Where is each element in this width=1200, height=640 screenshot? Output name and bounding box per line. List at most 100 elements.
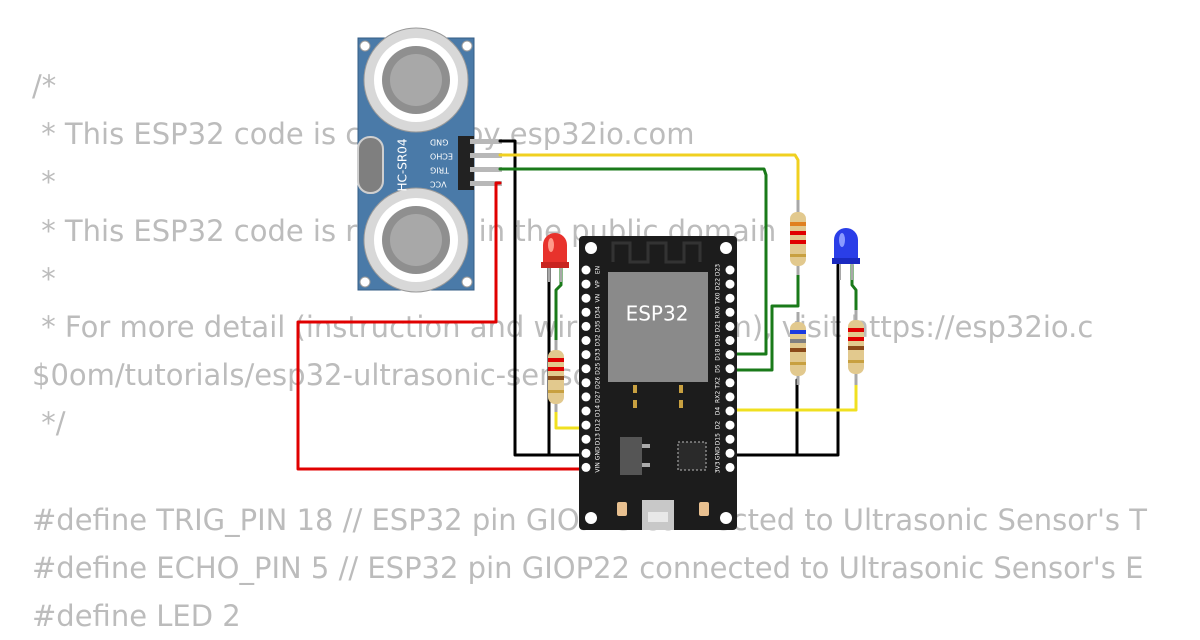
pin-label-d22: D22 (715, 278, 722, 290)
esp32-chip-label: ESP32 (626, 302, 689, 326)
pin-d14[interactable] (581, 406, 591, 416)
pin-label-d2: D2 (715, 421, 722, 430)
pin-d33[interactable] (581, 350, 591, 360)
pin-label-d14: D14 (595, 405, 602, 417)
pin-gnd[interactable] (581, 448, 591, 458)
pin-tx0[interactable] (725, 293, 735, 303)
code-line: * (32, 165, 56, 200)
pin-label-rx0: RX0 (715, 306, 722, 318)
pin-d32[interactable] (581, 336, 591, 345)
pin-d18[interactable] (725, 350, 735, 360)
pin-3v3[interactable] (725, 462, 735, 472)
pin-en[interactable] (581, 265, 591, 275)
code-line: $0om/tutorials/esp32-ultrasonic-sensor (32, 358, 603, 393)
pin-label-vn: VN (595, 294, 602, 303)
resistor-trig[interactable] (790, 312, 806, 385)
pin-label-rx2: RX2 (715, 391, 722, 403)
pin-d21[interactable] (725, 321, 735, 331)
wire-blue-led-d4[interactable] (728, 376, 858, 412)
sensor-pin-gnd-label: GND (430, 138, 448, 147)
right-pin-header: D23D22TX0RX0D21D19D18D5TX2RX2D4D2D15GND3… (715, 264, 735, 473)
pin-label-3v3: 3V3 (715, 461, 722, 473)
wire-echo[interactable] (498, 153, 800, 212)
pin-vp[interactable] (581, 279, 591, 289)
pin-label-d27: D27 (595, 391, 602, 403)
pin-d35[interactable] (581, 321, 591, 331)
resistor-red-led[interactable] (548, 340, 564, 412)
pin-rx2[interactable] (725, 392, 735, 402)
resistor-blue-led[interactable] (848, 310, 864, 385)
pin-d4[interactable] (725, 406, 735, 416)
pin-label-d25: D25 (595, 362, 602, 374)
esp32-board: ESP32 ENVPVND34D35D32D33D25D26D27D14D12D… (579, 236, 737, 530)
sensor-pin-trig[interactable] (470, 167, 502, 172)
module-pads (633, 385, 683, 408)
pin-label-tx2: TX2 (715, 377, 722, 390)
pin-label-d4: D4 (715, 407, 722, 416)
pin-d5[interactable] (725, 364, 735, 374)
wire-gnd-sensor[interactable] (498, 139, 588, 457)
crystal-oscillator (357, 136, 384, 194)
pin-label-d13: D13 (595, 433, 602, 445)
left-pin-header: ENVPVND34D35D32D33D25D26D27D14D12D13GNDV… (581, 265, 602, 473)
pin-label-d35: D35 (595, 320, 602, 332)
pin-label-d12: D12 (595, 419, 602, 431)
pin-d2[interactable] (725, 420, 735, 430)
sensor-pin-vcc-label: VCC (430, 180, 447, 189)
pin-d27[interactable] (581, 392, 591, 402)
transducer-bottom (363, 187, 469, 293)
pin-d26[interactable] (581, 378, 591, 388)
pin-label-d18: D18 (715, 348, 722, 360)
pin-label-gnd: GND (595, 446, 602, 460)
pin-tx2[interactable] (725, 378, 735, 388)
pin-label-d19: D19 (715, 334, 722, 346)
pin-vin[interactable] (581, 462, 591, 472)
pin-label-d5: D5 (715, 364, 722, 373)
pin-vn[interactable] (581, 293, 591, 303)
antenna-trace (611, 241, 702, 264)
pin-label-gnd: GND (715, 446, 722, 460)
pin-d22[interactable] (725, 279, 735, 289)
sensor-pin-echo[interactable] (470, 153, 502, 158)
pin-rx0[interactable] (725, 307, 735, 317)
led-red[interactable] (541, 233, 569, 282)
pin-d19[interactable] (725, 336, 735, 345)
sensor-model-label: HC-SR04 (396, 139, 410, 192)
sensor-pin-trig-label: TRIG (430, 166, 450, 175)
resistor-echo[interactable] (790, 200, 806, 275)
sensor-pin-gnd[interactable] (470, 139, 502, 144)
pin-label-d33: D33 (595, 348, 602, 360)
pin-d34[interactable] (581, 307, 591, 317)
usb-serial-chip (677, 441, 707, 471)
pin-label-vp: VP (595, 280, 602, 288)
code-line: #define ECHO_PIN 5 // ESP32 pin GIOP22 c… (32, 550, 1144, 585)
wire-gnd-right[interactable] (728, 263, 840, 457)
code-line: */ (32, 406, 66, 441)
pin-label-vin: VIN (595, 462, 602, 472)
pin-label-d34: D34 (595, 306, 602, 318)
pin-label-d21: D21 (715, 320, 722, 332)
boot-button[interactable] (699, 502, 709, 516)
pin-label-d26: D26 (595, 376, 602, 388)
wire-echo-d5[interactable] (728, 268, 800, 372)
wire-trig[interactable] (498, 167, 768, 356)
pin-d13[interactable] (581, 434, 591, 444)
pin-label-d32: D32 (595, 334, 602, 346)
pin-d23[interactable] (725, 265, 735, 275)
wire-vcc[interactable] (296, 181, 588, 471)
voltage-regulator (620, 437, 642, 475)
sensor-pin-vcc[interactable] (470, 181, 502, 186)
pin-gnd[interactable] (725, 448, 735, 458)
led-blue[interactable] (832, 228, 860, 280)
pin-d25[interactable] (581, 364, 591, 374)
code-line: /* (32, 69, 57, 103)
code-line: #define LED 2 (32, 599, 241, 634)
code-line: * (32, 261, 56, 296)
ultrasonic-sensor: HC-SR04 GND ECHO TRIG VCC (357, 27, 502, 293)
pin-d12[interactable] (581, 420, 591, 430)
esp32-module (608, 272, 708, 382)
pin-label-d15: D15 (715, 433, 722, 445)
pin-d15[interactable] (725, 434, 735, 444)
en-button[interactable] (617, 502, 627, 516)
